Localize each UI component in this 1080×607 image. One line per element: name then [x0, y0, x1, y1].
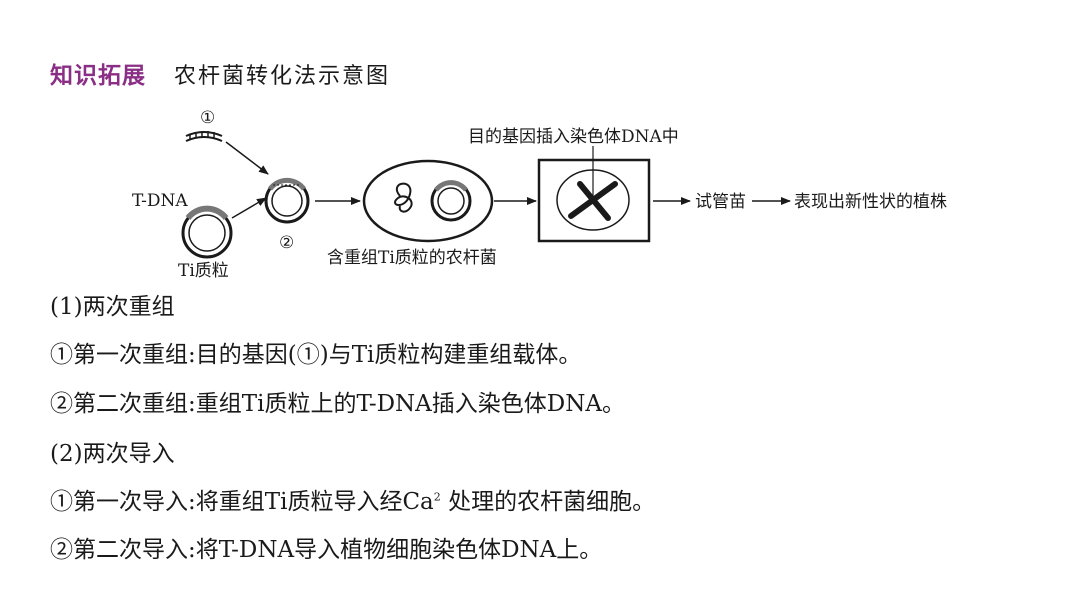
- label-circle-1: ①: [200, 108, 215, 128]
- header: 知识拓展 农杆菌转化法示意图: [50, 56, 390, 90]
- section-2-title: (2)两次导入: [50, 441, 175, 467]
- section-2-line-b: ②第二次导入:将T-DNA导入植物细胞染色体DNA上。: [50, 537, 603, 563]
- seedling-label: 试管苗: [695, 192, 746, 212]
- ti-plasmid: [181, 205, 233, 259]
- section-1-line-b: ②第二次重组:重组Ti质粒上的T-DNA插入染色体DNA。: [50, 391, 625, 417]
- tdna-label: T-DNA: [132, 191, 188, 211]
- gene-fragment: [185, 131, 223, 142]
- recombinant-plasmid: [264, 177, 310, 224]
- section-1-title: (1)两次重组: [50, 294, 175, 320]
- diagram-heading: 农杆菌转化法示意图: [174, 64, 391, 89]
- section-tag: 知识拓展: [50, 63, 146, 89]
- bacterium-caption: 含重组Ti质粒的农杆菌: [327, 248, 497, 268]
- plant-cell: [537, 146, 651, 243]
- section-1-line-a: ①第一次重组:目的基因(①)与Ti质粒构建重组载体。: [50, 342, 582, 368]
- calcium-superscript: 2: [433, 490, 441, 504]
- agrobacterium: [362, 159, 494, 243]
- section-2-line-a-text: ①第一次导入:将重组Ti质粒导入经Ca: [50, 489, 434, 515]
- section-2-line-a-rest: 处理的农杆菌细胞。: [440, 489, 656, 515]
- plant-label: 表现出新性状的植株: [794, 192, 947, 212]
- arrow-gene-to-recombinant: [225, 141, 269, 175]
- arrow-plasmid-to-recombinant: [231, 197, 267, 219]
- section-2-line-a: ①第一次导入:将重组Ti质粒导入经Ca2 处理的农杆菌细胞。: [50, 491, 655, 514]
- ti-plasmid-label: Ti质粒: [178, 261, 229, 281]
- label-circle-2: ②: [279, 233, 294, 253]
- insert-caption: 目的基因插入染色体DNA中: [468, 127, 679, 147]
- transformation-diagram: ① T-DNA Ti质粒 ② 含重组Ti质粒的农杆菌: [132, 108, 947, 281]
